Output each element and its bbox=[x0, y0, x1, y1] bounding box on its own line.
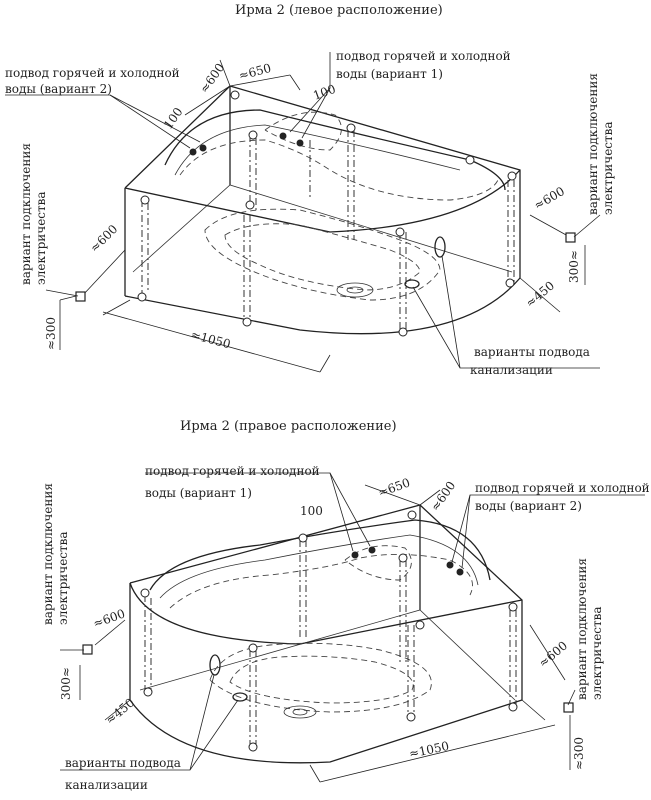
diagram-left-position: Ирма 2 (левое расположение) bbox=[5, 3, 615, 377]
bathtub-legs-left bbox=[141, 130, 515, 330]
drain-variants-right bbox=[209, 654, 248, 702]
drain-variants-left bbox=[404, 236, 446, 289]
dim-300-left-right: 300≈ bbox=[567, 250, 581, 283]
frame-nodes-right bbox=[140, 510, 518, 752]
dim-600-left-right: ≈600 bbox=[532, 184, 568, 213]
dim-100-left-b: 100 bbox=[311, 82, 337, 103]
diagram-right-position: Ирма 2 (правое расположение) bbox=[41, 419, 651, 792]
water-v2-label-left: подвод горячей и холодной воды (вариант … bbox=[5, 66, 184, 96]
electrical-label-right-a: вариант подключения электричества bbox=[41, 479, 70, 625]
label-leaders-left bbox=[5, 52, 601, 369]
label-leaders-right bbox=[60, 472, 645, 771]
electrical-label-left-b: вариант подключения электричества bbox=[586, 69, 615, 215]
dim-450-right: ≈450 bbox=[103, 695, 137, 727]
dim-600-right-left: ≈600 bbox=[91, 606, 127, 630]
water-inlets-left bbox=[189, 132, 304, 156]
dim-650-left: ≈650 bbox=[237, 61, 272, 83]
dimension-lines-left bbox=[59, 59, 586, 373]
drain-label-left: варианты подвода канализации bbox=[470, 345, 594, 377]
dim-100-right: 100 bbox=[300, 504, 323, 518]
dim-600-right-top: ≈600 bbox=[428, 479, 458, 514]
dimension-lines-right bbox=[79, 484, 571, 783]
dim-300-left-left: ≈300 bbox=[44, 317, 58, 350]
water-v1-label-right: подвод горячей и холодной воды (вариант … bbox=[145, 464, 324, 500]
dim-600-left-left: ≈600 bbox=[87, 222, 120, 255]
bathtub-frame-right bbox=[129, 504, 523, 764]
frame-nodes-left bbox=[137, 90, 517, 337]
dim-1050-left: ≈1050 bbox=[189, 327, 232, 351]
water-v1-label-left: подвод горячей и холодной воды (вариант … bbox=[336, 49, 515, 81]
electrical-box-left-a bbox=[75, 291, 86, 302]
water-inlets-right bbox=[351, 546, 464, 576]
dim-650-right: ≈650 bbox=[376, 475, 412, 499]
diagram-left-title: Ирма 2 (левое расположение) bbox=[235, 3, 443, 18]
bathtub-legs-right bbox=[144, 540, 517, 745]
dim-1050-right: ≈1050 bbox=[408, 739, 451, 761]
electrical-box-right-a bbox=[82, 644, 93, 655]
dim-600-right-right: ≈600 bbox=[536, 638, 570, 670]
electrical-label-left-a: вариант подключения электричества bbox=[19, 139, 48, 285]
dim-300-right-right: ≈300 bbox=[572, 737, 586, 770]
bathtub-frame-left bbox=[124, 85, 521, 335]
dim-100-left-a: 100 bbox=[161, 105, 186, 132]
diagram-right-title: Ирма 2 (правое расположение) bbox=[180, 419, 397, 434]
water-v2-label-right: подвод горячей и холодной воды (вариант … bbox=[475, 481, 651, 513]
dim-300-right-left: 300≈ bbox=[59, 667, 73, 700]
electrical-box-left-b bbox=[565, 232, 576, 243]
drain-label-right: варианты подвода канализации bbox=[65, 756, 185, 792]
electrical-label-right-b: вариант подключения электричества bbox=[575, 554, 604, 700]
